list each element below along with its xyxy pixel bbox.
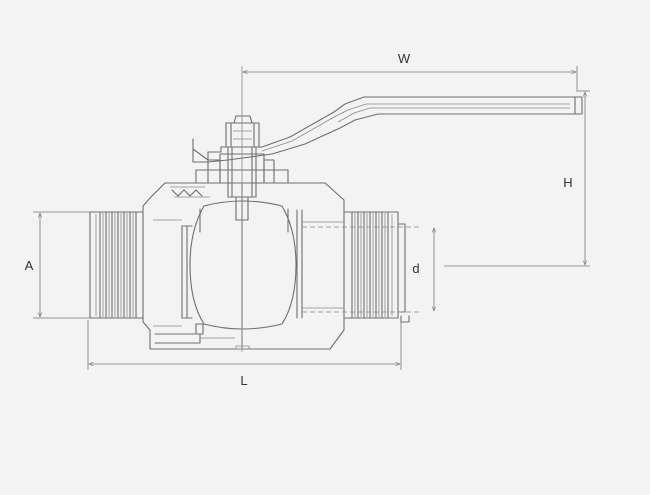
dimension-w: W xyxy=(243,51,578,92)
dimension-d: d xyxy=(412,228,434,311)
handle-lever xyxy=(192,96,583,163)
dimension-label-w: W xyxy=(398,51,411,66)
stem-assembly xyxy=(207,115,275,221)
dimension-label-d: d xyxy=(412,261,419,276)
ball xyxy=(189,200,297,330)
left-end-connection xyxy=(89,211,144,319)
dimension-label-a: A xyxy=(25,258,34,273)
dimension-label-h: H xyxy=(563,175,572,190)
right-end-connection xyxy=(344,211,410,323)
valve-body xyxy=(142,169,345,350)
dimension-label-l: L xyxy=(240,373,247,388)
dimension-h: H xyxy=(444,90,590,267)
dimension-a: A xyxy=(25,211,90,319)
dimension-l: L xyxy=(87,320,402,388)
centerlines xyxy=(241,66,420,352)
